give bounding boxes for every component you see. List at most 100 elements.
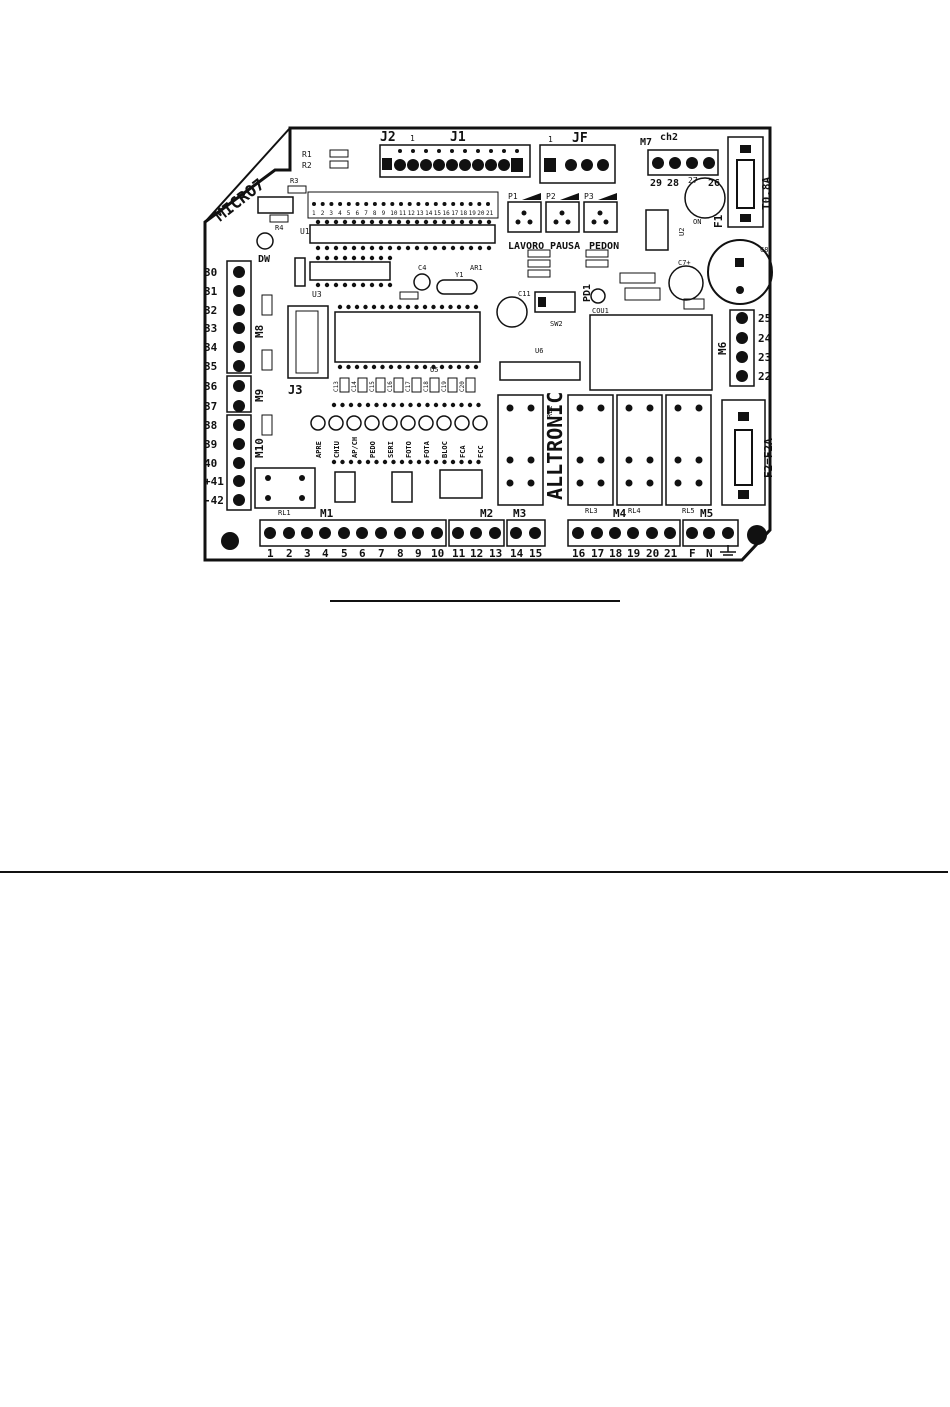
- resistor-r2: [329, 160, 349, 169]
- m7-pin: [703, 157, 715, 169]
- switch-sw2[interactable]: [534, 291, 576, 313]
- ic-pin: [431, 304, 436, 310]
- diode-block: [391, 471, 413, 503]
- ic-pin: [387, 245, 393, 251]
- ic-pin: [378, 245, 384, 251]
- led-seri: [382, 415, 398, 431]
- terminal-screw: [233, 380, 245, 392]
- ar1-label: AR1: [470, 264, 483, 272]
- resistor-array-pin: [340, 459, 345, 465]
- jf-label: JF: [572, 131, 588, 146]
- relay-pad: [695, 479, 703, 487]
- terminal-screw: [319, 527, 331, 539]
- ic-pin: [315, 245, 321, 251]
- c11-label: C11: [518, 290, 531, 298]
- ic-pin: [439, 364, 445, 370]
- u2-label: U2: [678, 228, 686, 236]
- ic-pin: [468, 219, 474, 225]
- relay-pad: [506, 404, 514, 412]
- j1-small-pin: [476, 149, 480, 153]
- terminal-label: 35: [204, 360, 217, 373]
- terminal-label: 37: [204, 400, 217, 413]
- terminal-label: 9: [415, 547, 422, 560]
- ic-pin: [397, 304, 402, 310]
- terminal-label: 21: [664, 547, 678, 560]
- resistor-array-pin: [391, 402, 396, 408]
- j1-pin: [394, 159, 406, 171]
- led-bloc: [436, 415, 452, 431]
- capacitor: [357, 377, 368, 393]
- ic-pin: [441, 219, 447, 225]
- led-label: FOTO: [405, 441, 413, 458]
- j1-pin: [433, 159, 445, 171]
- ic-pin: [324, 219, 330, 225]
- jumper-pin: [477, 202, 482, 206]
- m7-connector: [647, 149, 719, 176]
- ic-pin: [378, 219, 384, 225]
- j1-small-pin: [489, 149, 493, 153]
- led-label: FOTA: [423, 440, 431, 458]
- terminal-label: 25: [758, 312, 771, 325]
- terminal-block: [259, 519, 447, 547]
- jumper-number: 20: [477, 210, 485, 217]
- ic-pin: [337, 364, 343, 370]
- relay-pad: [625, 404, 633, 412]
- ic-pin: [351, 282, 357, 288]
- ic-pin: [396, 219, 402, 225]
- jumper-pin: [451, 202, 456, 206]
- resistor-r4: [269, 214, 289, 223]
- c8-pad: [735, 258, 744, 267]
- capacitor: [393, 377, 404, 393]
- terminal-screw: [338, 527, 350, 539]
- j1-small-pin: [437, 149, 441, 153]
- fuse-f2: [734, 429, 753, 486]
- pd1-label: ON: [693, 218, 701, 226]
- relay-pad: [527, 456, 535, 464]
- cou1-label: COU1: [592, 307, 609, 315]
- resistor-array-pin: [357, 459, 362, 465]
- u6-ic: [499, 361, 581, 381]
- trimmer-p1: [507, 201, 542, 233]
- u5-microcontroller: [334, 311, 481, 363]
- rl4-label: RL4: [628, 507, 641, 515]
- relay-pad: [597, 404, 605, 412]
- terminal-screw: [722, 527, 734, 539]
- resistor-array-pin: [408, 402, 413, 408]
- terminal-screw: [686, 527, 698, 539]
- terminal-screw: [233, 419, 245, 431]
- terminal-label: 32: [204, 304, 217, 317]
- jumper-number: 13: [416, 210, 424, 217]
- ic-pin: [346, 364, 351, 370]
- terminal-screw: [233, 475, 245, 487]
- jumper-pin: [372, 202, 377, 206]
- jf-pin: [581, 159, 593, 171]
- jumper-number: 10: [390, 210, 398, 217]
- terminal-label: N: [706, 547, 713, 560]
- led-pedo: [364, 415, 380, 431]
- j1-pin: [498, 159, 510, 171]
- fuse-f1: [736, 159, 755, 209]
- resistor-array-pin: [476, 459, 481, 465]
- relay-pad: [265, 475, 271, 481]
- relay-rl4: [616, 394, 663, 506]
- led-label: AP/CH: [351, 437, 359, 458]
- u1-ic: [309, 224, 496, 244]
- m8-label: M8: [253, 325, 266, 338]
- resistor-array-pin: [450, 402, 456, 408]
- resistor-r8: [585, 249, 609, 258]
- relay-pad: [695, 456, 703, 464]
- resistor-r13: [399, 291, 419, 300]
- ic-pin: [405, 304, 411, 310]
- rl1-label: RL1: [278, 509, 291, 517]
- ic-pin: [369, 255, 375, 261]
- jumper-pin: [312, 202, 316, 206]
- m2-label: M2: [480, 507, 493, 520]
- ic-pin: [473, 304, 479, 310]
- trimmer-pad: [597, 210, 603, 216]
- terminal-screw: [664, 527, 676, 539]
- fuse-f1-value: T0.8A: [760, 177, 773, 210]
- ic-pin: [342, 282, 348, 288]
- trimmer-wedge: [598, 193, 617, 200]
- terminal-label: 18: [609, 547, 622, 560]
